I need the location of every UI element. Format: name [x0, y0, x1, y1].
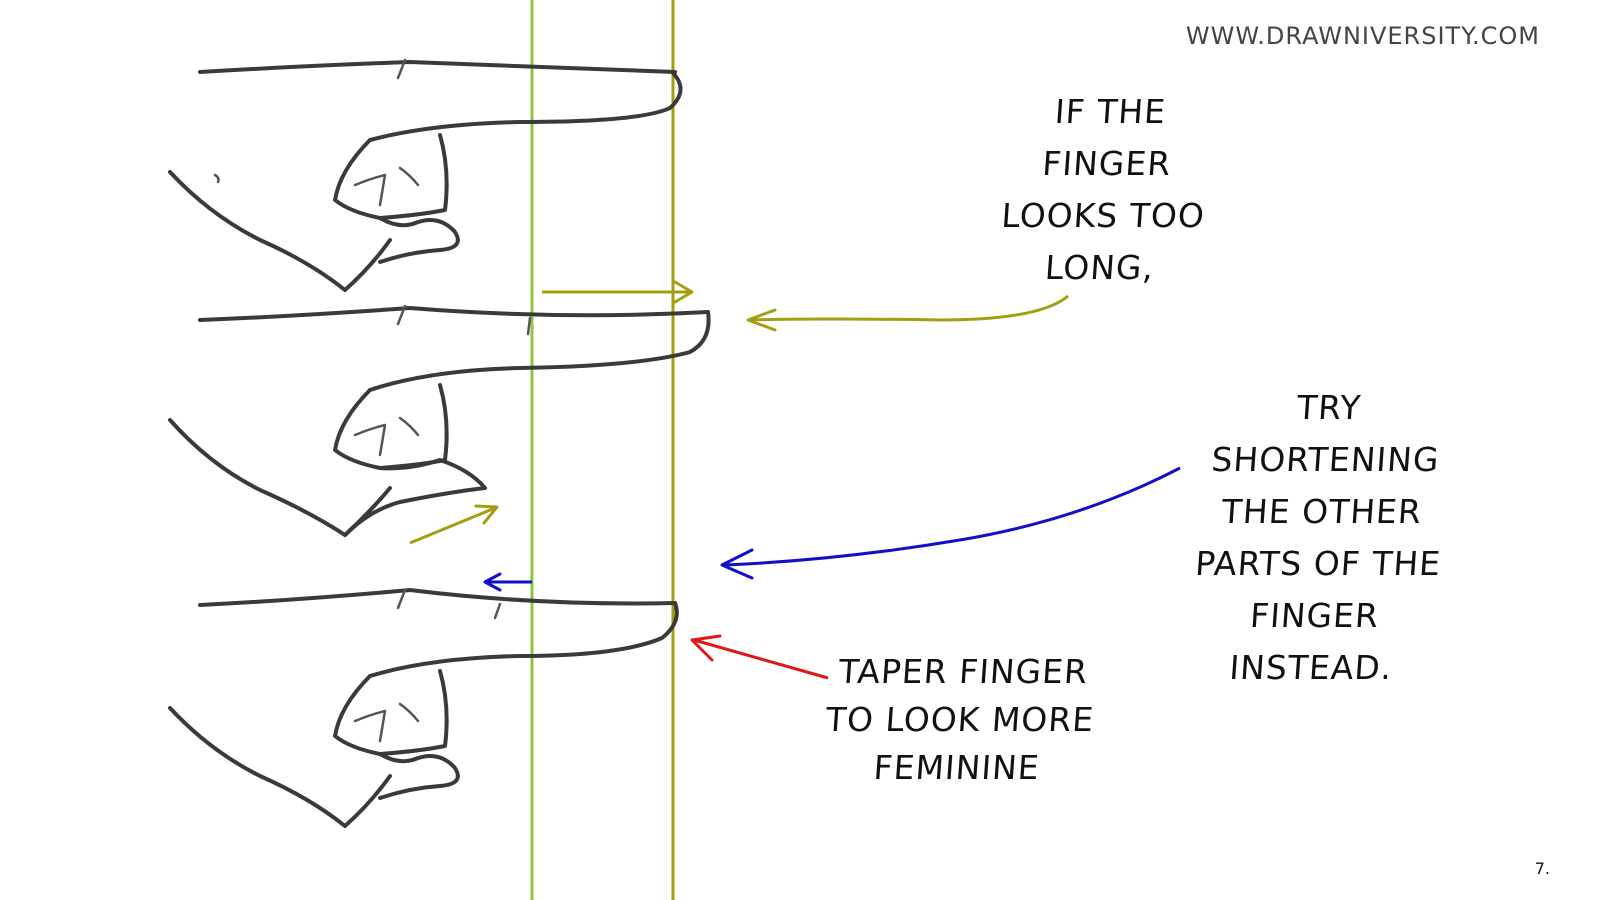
website-watermark: WWW.DRAWNIVERSITY.COM [1185, 22, 1540, 50]
blue-arrow-small [483, 572, 532, 592]
olive-arrow-pointer [746, 294, 1069, 332]
hand-sketch-original [168, 58, 683, 292]
blue-arrow-pointer [720, 466, 1181, 580]
hand-sketch-long-finger [168, 304, 711, 537]
olive-arrow-extend [542, 280, 694, 304]
hand-sketch-tapered-finger [168, 588, 679, 828]
annotation-taper: TAPER FINGER TO LOOK MORE FEMININE [824, 652, 1096, 787]
annotation-shorten: TRY SHORTENING THE OTHER PARTS OF THE FI… [1193, 388, 1443, 687]
red-arrow-pointer [690, 634, 829, 680]
annotation-too-long: IF THE FINGER LOOKS TOO LONG, [1000, 92, 1207, 287]
olive-arrow-knuckle [409, 504, 499, 545]
page-number: 7. [1534, 859, 1550, 878]
